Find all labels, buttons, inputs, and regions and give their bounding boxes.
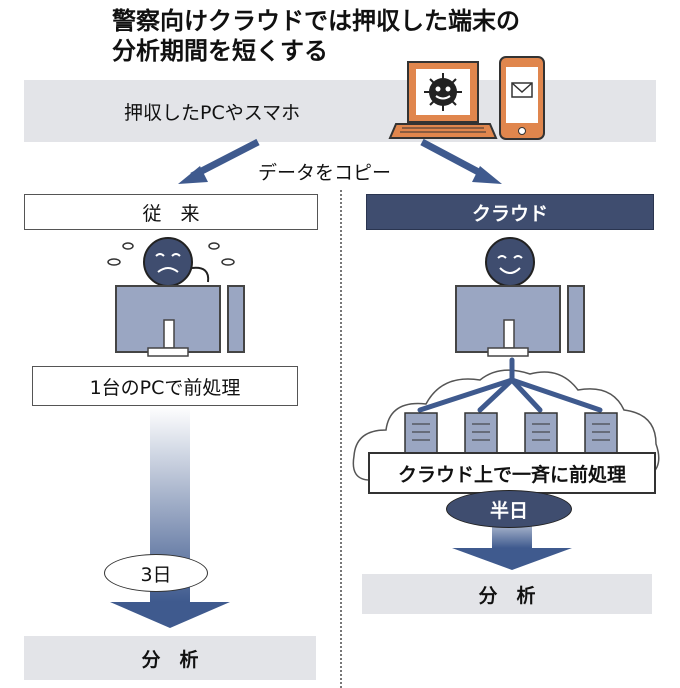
left-duration-badge: 3日 <box>104 554 208 592</box>
right-duration-badge: 半日 <box>446 490 572 528</box>
happy-person-icon <box>485 237 535 287</box>
copy-label: データをコピー <box>258 162 392 184</box>
right-header: クラウド <box>366 194 654 230</box>
infected-laptop-icon <box>388 61 498 139</box>
title-line-2: 分析期間を短くする <box>112 37 328 65</box>
right-result: 分 析 <box>362 574 652 614</box>
desktop-pc-icon <box>115 285 245 357</box>
server-network-lines <box>417 357 603 413</box>
title-line-1: 警察向けクラウドでは押収した端末の <box>112 7 520 35</box>
copy-arrow-right <box>420 138 502 184</box>
diagram-title: 警察向けクラウドでは押収した端末の 分析期間を短くする <box>112 6 672 66</box>
desktop-pc-icon-right <box>455 285 585 357</box>
source-band <box>24 80 656 142</box>
server-icon <box>464 412 498 456</box>
server-icon <box>584 412 618 456</box>
server-icon <box>524 412 558 456</box>
smartphone-icon <box>499 56 545 140</box>
left-step-box: 1台のPCで前処理 <box>32 366 298 406</box>
copy-arrow-left <box>178 138 260 184</box>
right-step-box: クラウド上で一斉に前処理 <box>368 452 656 494</box>
left-progress-arrow <box>110 406 230 628</box>
source-label: 押収したPCやスマホ <box>124 102 301 124</box>
left-header: 従 来 <box>24 194 318 230</box>
server-icon <box>404 412 438 456</box>
left-result: 分 析 <box>24 636 316 680</box>
column-divider <box>340 190 342 688</box>
